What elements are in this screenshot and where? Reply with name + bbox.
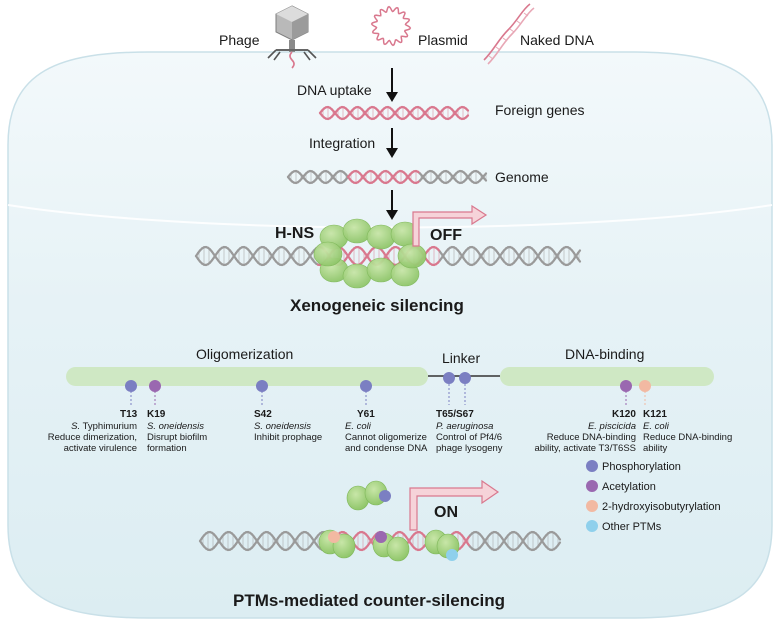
site-t13: T13 S. Typhimurium Reduce dimerization, … [48, 409, 138, 454]
site-t65-s67: T65/S67 P. aeruginosa Control of Pf4/6 p… [436, 409, 503, 454]
site-effect-line2: formation [147, 443, 187, 454]
site-effect-line2: and condense DNA [345, 443, 428, 454]
dna-binding-label: DNA-binding [565, 346, 644, 362]
phage-icon [267, 5, 317, 69]
hns-label: H-NS [275, 225, 314, 242]
site-effect-line1: Reduce dimerization, [48, 432, 137, 443]
genome-dna-helix [286, 169, 488, 185]
site-organism: E. coli [345, 421, 372, 432]
legend-swatch [586, 520, 598, 532]
modified-hns-proteins [318, 480, 460, 562]
naked-dna-icon [483, 3, 535, 65]
site-k19: K19 S. oneidensis Disrupt biofilm format… [147, 409, 207, 454]
site-effect-line1: Control of Pf4/6 [436, 432, 502, 443]
hns-domain-map [66, 367, 714, 386]
legend-item-other-ptms: Other PTMs [586, 520, 662, 533]
cell-background [7, 51, 773, 619]
site-residue: S42 [254, 409, 272, 420]
site-organism: E. coli [643, 421, 670, 432]
integration-label: Integration [309, 135, 375, 151]
plasmid-label: Plasmid [418, 32, 468, 48]
site-k120: K120 E. piscicida Reduce DNA-binding abi… [534, 409, 636, 454]
foreign-dna-helix [318, 105, 470, 121]
site-organism: P. aeruginosa [436, 421, 493, 432]
site-residue: K120 [612, 409, 636, 420]
site-effect-line2: activate virulence [64, 443, 137, 454]
site-organism: S. oneidensis [147, 421, 204, 432]
site-effect-line2: ability, activate T3/T6SS [534, 443, 636, 454]
site-effect-line1: Cannot oligomerize [345, 432, 427, 443]
on-promoter-arrow [409, 479, 500, 531]
legend-label: Other PTMs [602, 521, 662, 533]
site-effect-line1: Reduce DNA-binding [643, 432, 732, 443]
integration-arrow [386, 128, 398, 158]
site-organism: S. Typhimurium [71, 421, 137, 432]
site-s42: S42 S. oneidensis Inhibit prophage [254, 409, 322, 443]
oligomerization-label: Oligomerization [196, 346, 293, 362]
site-effect-line2: phage lysogeny [436, 443, 503, 454]
legend-item-phosphorylation: Phosphorylation [586, 460, 681, 473]
naked-dna-label: Naked DNA [520, 32, 595, 48]
site-organism: E. piscicida [588, 421, 636, 432]
off-label: OFF [430, 227, 462, 244]
legend-label: Phosphorylation [602, 461, 681, 473]
off-promoter-arrow [412, 204, 488, 247]
dna-binding-domain [500, 367, 714, 386]
legend-label: 2-hydroxyisobutyrylation [602, 501, 721, 513]
legend-item-acetylation: Acetylation [586, 480, 656, 493]
hns-protein-complex [313, 218, 427, 289]
oligomerization-domain [66, 367, 428, 386]
legend-item-2-hydroxyisobutyrylation: 2-hydroxyisobutyrylation [586, 500, 721, 513]
xenogeneic-silencing-title: Xenogeneic silencing [290, 296, 464, 315]
legend-swatch [586, 460, 598, 472]
site-organism: S. oneidensis [254, 421, 311, 432]
site-y61: Y61 E. coli Cannot oligomerize and conde… [345, 409, 428, 454]
dna-uptake-label: DNA uptake [297, 82, 372, 98]
silencing-arrow [386, 190, 398, 220]
counter-silencing-title: PTMs-mediated counter-silencing [233, 591, 505, 610]
legend-label: Acetylation [602, 481, 656, 493]
legend-swatch [586, 500, 598, 512]
site-k121: K121 E. coli Reduce DNA-binding ability [643, 409, 732, 454]
site-effect-line1: Inhibit prophage [254, 432, 322, 443]
site-effect-line2: ability [643, 443, 668, 454]
site-effect-line1: Disrupt biofilm [147, 432, 207, 443]
site-effect-line1: Reduce DNA-binding [547, 432, 636, 443]
site-residue: K19 [147, 409, 166, 420]
phage-label: Phage [219, 32, 260, 48]
uptake-arrow [386, 68, 398, 102]
site-residue: T13 [120, 409, 138, 420]
ptm-legend: Phosphorylation Acetylation 2-hydroxyiso… [586, 460, 721, 533]
foreign-genes-label: Foreign genes [495, 102, 585, 118]
linker-label: Linker [442, 350, 480, 366]
plasmid-icon [370, 5, 412, 47]
ptm-site-markers [125, 372, 651, 406]
genome-label: Genome [495, 169, 549, 185]
site-residue: K121 [643, 409, 667, 420]
legend-swatch [586, 480, 598, 492]
site-residue: Y61 [357, 409, 375, 420]
site-residue: T65/S67 [436, 409, 474, 420]
on-label: ON [434, 504, 458, 521]
